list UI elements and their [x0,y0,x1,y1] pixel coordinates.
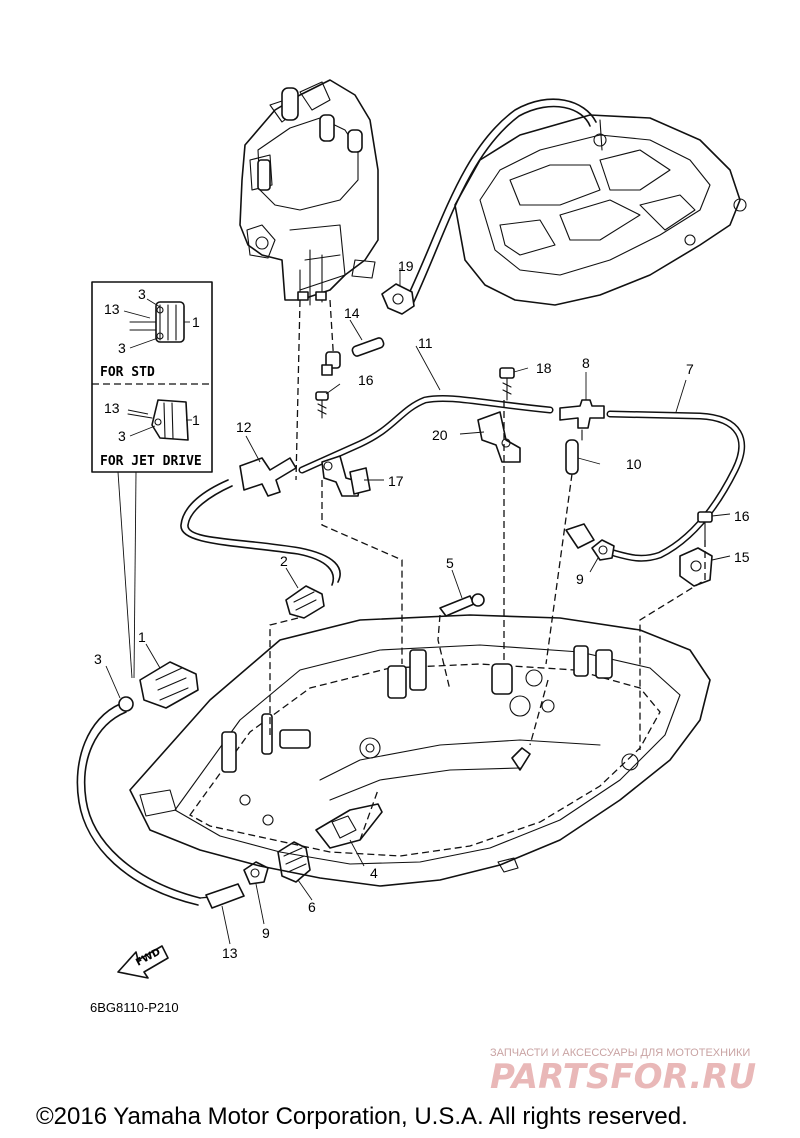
detail-inset: 13 3 1 3 FOR STD 13 1 3 FOR JET DRIVE [91,281,213,679]
upper-bracket [454,114,747,306]
fwd-arrow: FWD [117,945,169,979]
inset-std-hose [123,298,190,349]
callout-7: 7 [686,361,694,377]
callout-9-lower: 9 [262,925,270,941]
callout-5: 5 [446,555,454,571]
callout-20: 20 [432,427,448,443]
callout-15: 15 [734,549,750,565]
bottom-cowling [129,614,711,887]
carburetor-assembly [239,79,379,481]
inset-std-callout-3-bottom: 3 [118,340,126,356]
inset-jet-caption: FOR JET DRIVE [100,454,202,469]
callout-16-left: 16 [358,372,374,388]
inset-std-caption: FOR STD [100,365,155,380]
callout-2: 2 [280,553,288,569]
callout-19: 19 [398,258,414,274]
routing-lines [269,400,706,841]
watermark-subtitle: ЗАПЧАСТИ И АКСЕССУАРЫ ДЛЯ МОТОТЕХНИКИ [490,1047,750,1059]
watermark-brand: PARTSFOR.RU [490,1057,756,1097]
callout-9-upper: 9 [576,571,584,587]
callout-10: 10 [626,456,642,472]
callout-11: 11 [418,335,433,351]
inset-std-callout-13: 13 [104,301,120,317]
inset-jet-callout-1: 1 [192,412,200,428]
callout-12: 12 [236,419,252,435]
callout-3: 3 [94,651,102,667]
callout-numbers: 19 14 11 16 18 8 7 20 12 10 17 16 15 9 2… [94,258,750,961]
callout-13: 13 [222,945,238,961]
inset-jet-callout-13: 13 [104,400,120,416]
callout-1: 1 [138,629,146,645]
inset-std-callout-1: 1 [192,314,200,330]
callout-6: 6 [308,899,316,915]
callout-14: 14 [344,305,360,321]
inset-jet-callout-3: 3 [118,428,126,444]
small-parts [118,283,713,909]
inset-std-callout-3-top: 3 [138,286,146,302]
diagram-code: 6BG8110-P210 [90,1000,179,1015]
callout-18: 18 [536,360,552,376]
callout-16-right: 16 [734,508,750,524]
leader-lines [105,268,731,945]
callout-4: 4 [370,865,378,881]
inset-jet-hose [127,399,192,441]
callout-8: 8 [582,355,590,371]
copyright-notice: ©2016 Yamaha Motor Corporation, U.S.A. A… [36,1103,688,1130]
callout-17: 17 [388,473,404,489]
hoses [76,98,746,906]
